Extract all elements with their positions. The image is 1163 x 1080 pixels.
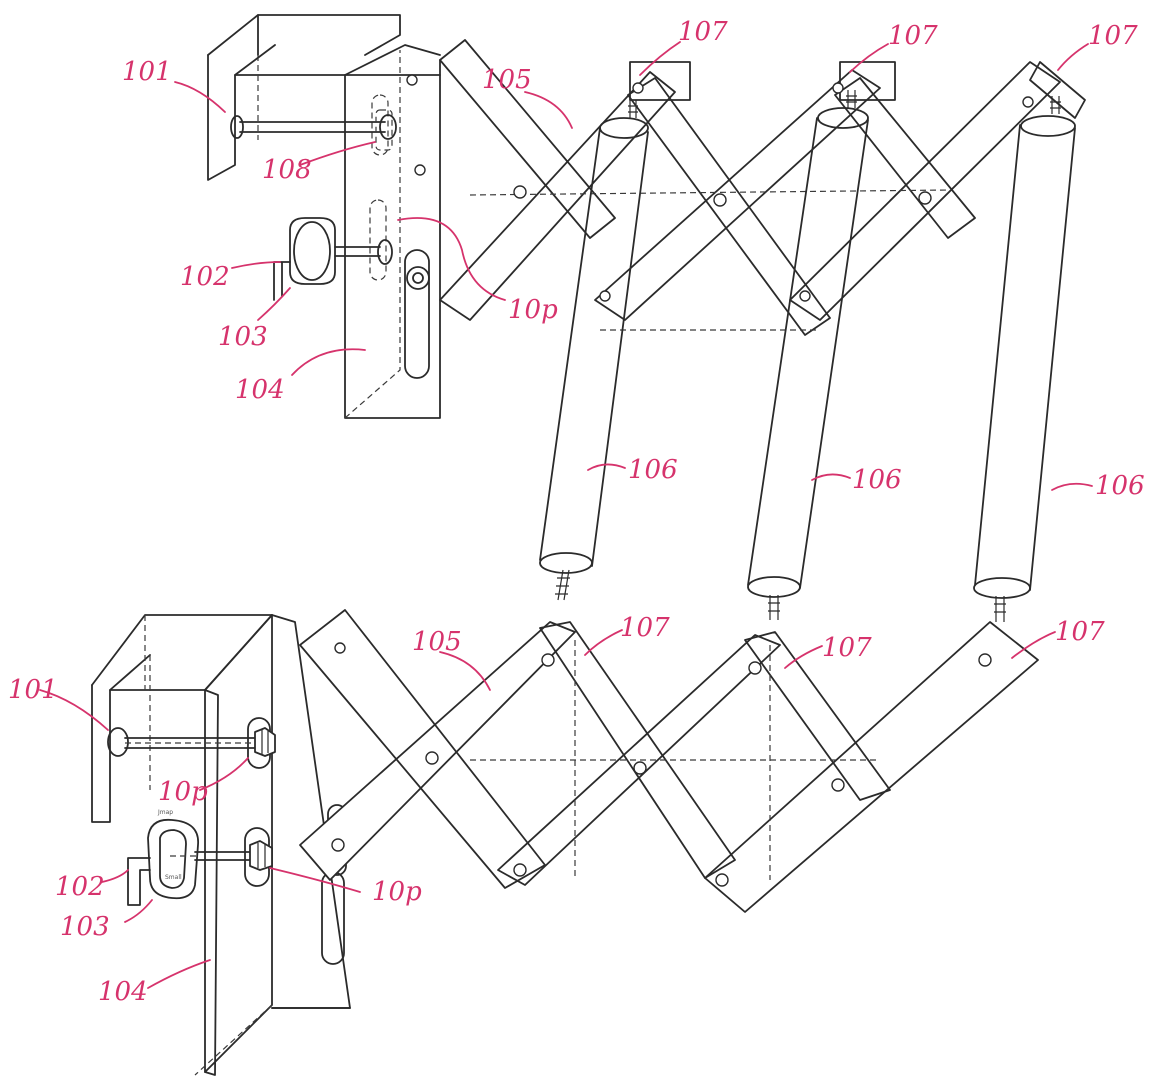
top-labels: 101 105 107 107 107 108 102 103 10p 104 …	[122, 17, 1145, 501]
bottom-label-10p-lower: 10p	[372, 877, 422, 907]
bottom-label-104: 104	[98, 977, 148, 1007]
bottom-label-10p-upper: 10p	[158, 777, 208, 807]
knob-caption-bottom: Small	[165, 874, 182, 881]
top-label-106b: 106	[852, 465, 902, 495]
top-view: 101 105 107 107 107 108 102 103 10p 104 …	[122, 14, 1145, 622]
top-mounting-plate	[344, 44, 441, 419]
bottom-label-105: 105	[412, 627, 462, 657]
top-knob	[273, 217, 393, 301]
top-label-106a: 106	[628, 455, 678, 485]
bottom-label-107b: 107	[822, 633, 872, 663]
top-rods	[539, 90, 1076, 622]
bottom-label-103: 103	[60, 912, 110, 942]
top-label-107b: 107	[888, 21, 938, 51]
bottom-label-102: 102	[55, 872, 105, 902]
top-label-104: 104	[235, 375, 285, 405]
top-label-107c: 107	[1088, 21, 1138, 51]
rod-106-middle	[747, 90, 869, 620]
top-label-101: 101	[122, 57, 172, 87]
top-hook-bracket	[207, 14, 401, 181]
top-label-106c: 106	[1095, 471, 1145, 501]
bottom-label-101: 101	[8, 675, 58, 705]
bottom-labels: 101 105 107 107 107 10p 102 103 10p 104	[8, 613, 1105, 1007]
bottom-leader-lines	[39, 629, 1056, 989]
top-hook-rod	[230, 109, 397, 151]
bottom-scissor-arms	[299, 609, 1039, 913]
bottom-upper-rod	[107, 727, 276, 757]
top-label-107a: 107	[678, 17, 728, 47]
top-label-102: 102	[180, 262, 230, 292]
top-label-108: 108	[262, 155, 312, 185]
bottom-knob: Jmap Small	[127, 809, 273, 906]
top-label-10p: 10p	[508, 295, 558, 325]
bottom-label-107a: 107	[620, 613, 670, 643]
knob-caption-top: Jmap	[157, 809, 173, 816]
bottom-view: Jmap Small	[8, 609, 1105, 1076]
rod-106-right	[973, 96, 1076, 622]
top-scissor-arms	[439, 39, 1086, 336]
bottom-label-107c: 107	[1055, 617, 1105, 647]
top-label-103: 103	[218, 322, 268, 352]
rod-106-left	[539, 100, 649, 601]
top-label-105: 105	[482, 65, 532, 95]
top-leader-lines	[174, 41, 1093, 491]
